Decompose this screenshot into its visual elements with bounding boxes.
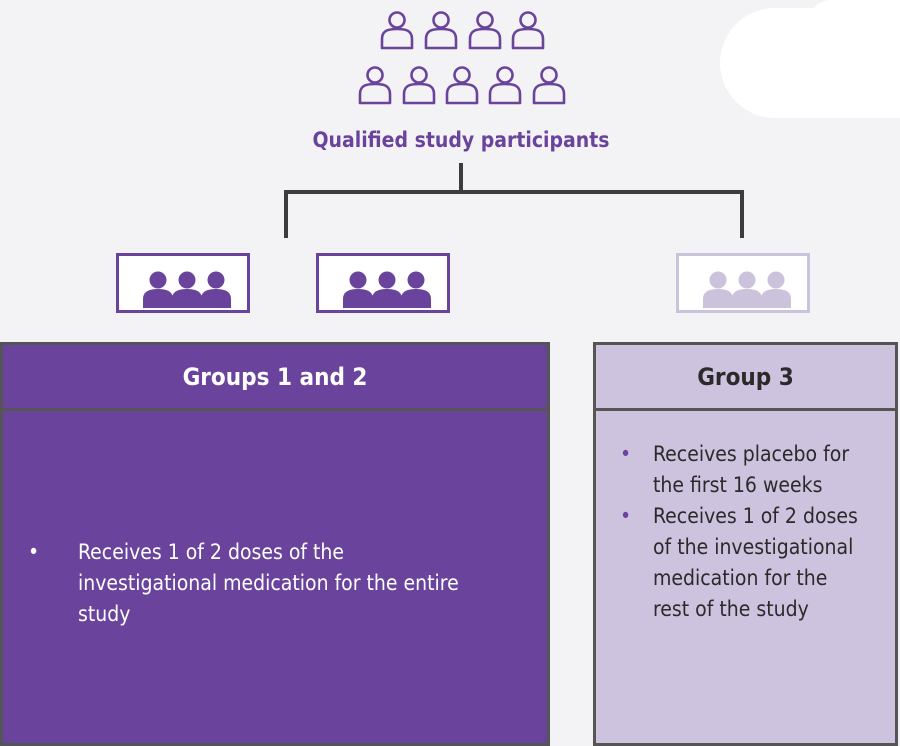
list-item-text: Receives 1 of 2 doses of the investigati… xyxy=(653,504,858,621)
person-outline-icon xyxy=(468,11,502,50)
person-outline-icon xyxy=(402,66,436,105)
bullet-list: • Receives placebo for the first 16 weeks… xyxy=(620,439,869,625)
participants-icon-group xyxy=(358,11,566,105)
person-outline-icon xyxy=(488,66,522,105)
list-item: • Receives placebo for the first 16 weeks xyxy=(620,439,869,501)
person-outline-icon xyxy=(424,11,458,50)
list-item-text: Receives 1 of 2 doses of the investigati… xyxy=(78,540,459,626)
group-people-icon xyxy=(703,271,791,308)
group-3-panel: Group 3 • Receives placebo for the first … xyxy=(593,342,898,746)
person-outline-icon xyxy=(445,66,479,105)
groups-1-2-panel: Groups 1 and 2 • Receives 1 of 2 doses of… xyxy=(0,342,550,746)
bullet-icon: • xyxy=(620,504,632,528)
connector-horizontal xyxy=(284,190,744,194)
group2-icon-box xyxy=(316,253,450,313)
group-people-icon xyxy=(343,271,431,308)
connector-right-drop xyxy=(740,190,744,238)
connector-stem xyxy=(459,163,463,193)
group3-icon-box xyxy=(676,253,810,313)
bullet-icon: • xyxy=(620,442,632,466)
group1-icon-box xyxy=(116,253,250,313)
panel-heading: Group 3 xyxy=(596,345,895,411)
bullet-list: • Receives 1 of 2 doses of the investigat… xyxy=(23,537,477,630)
diagram-title: Qualified study participants xyxy=(312,128,610,152)
person-outline-icon xyxy=(532,66,566,105)
list-item: • Receives 1 of 2 doses of the investigat… xyxy=(620,501,869,625)
panel-heading: Groups 1 and 2 xyxy=(3,345,547,411)
group-people-icon xyxy=(143,271,231,308)
list-item: • Receives 1 of 2 doses of the investigat… xyxy=(23,537,477,630)
person-outline-icon xyxy=(511,11,545,50)
connector-left-drop xyxy=(284,190,288,238)
person-outline-icon xyxy=(380,11,414,50)
bullet-icon: • xyxy=(28,540,40,564)
person-outline-icon xyxy=(358,66,392,105)
background-cloud-top xyxy=(810,0,900,40)
list-item-text: Receives placebo for the first 16 weeks xyxy=(653,442,850,497)
